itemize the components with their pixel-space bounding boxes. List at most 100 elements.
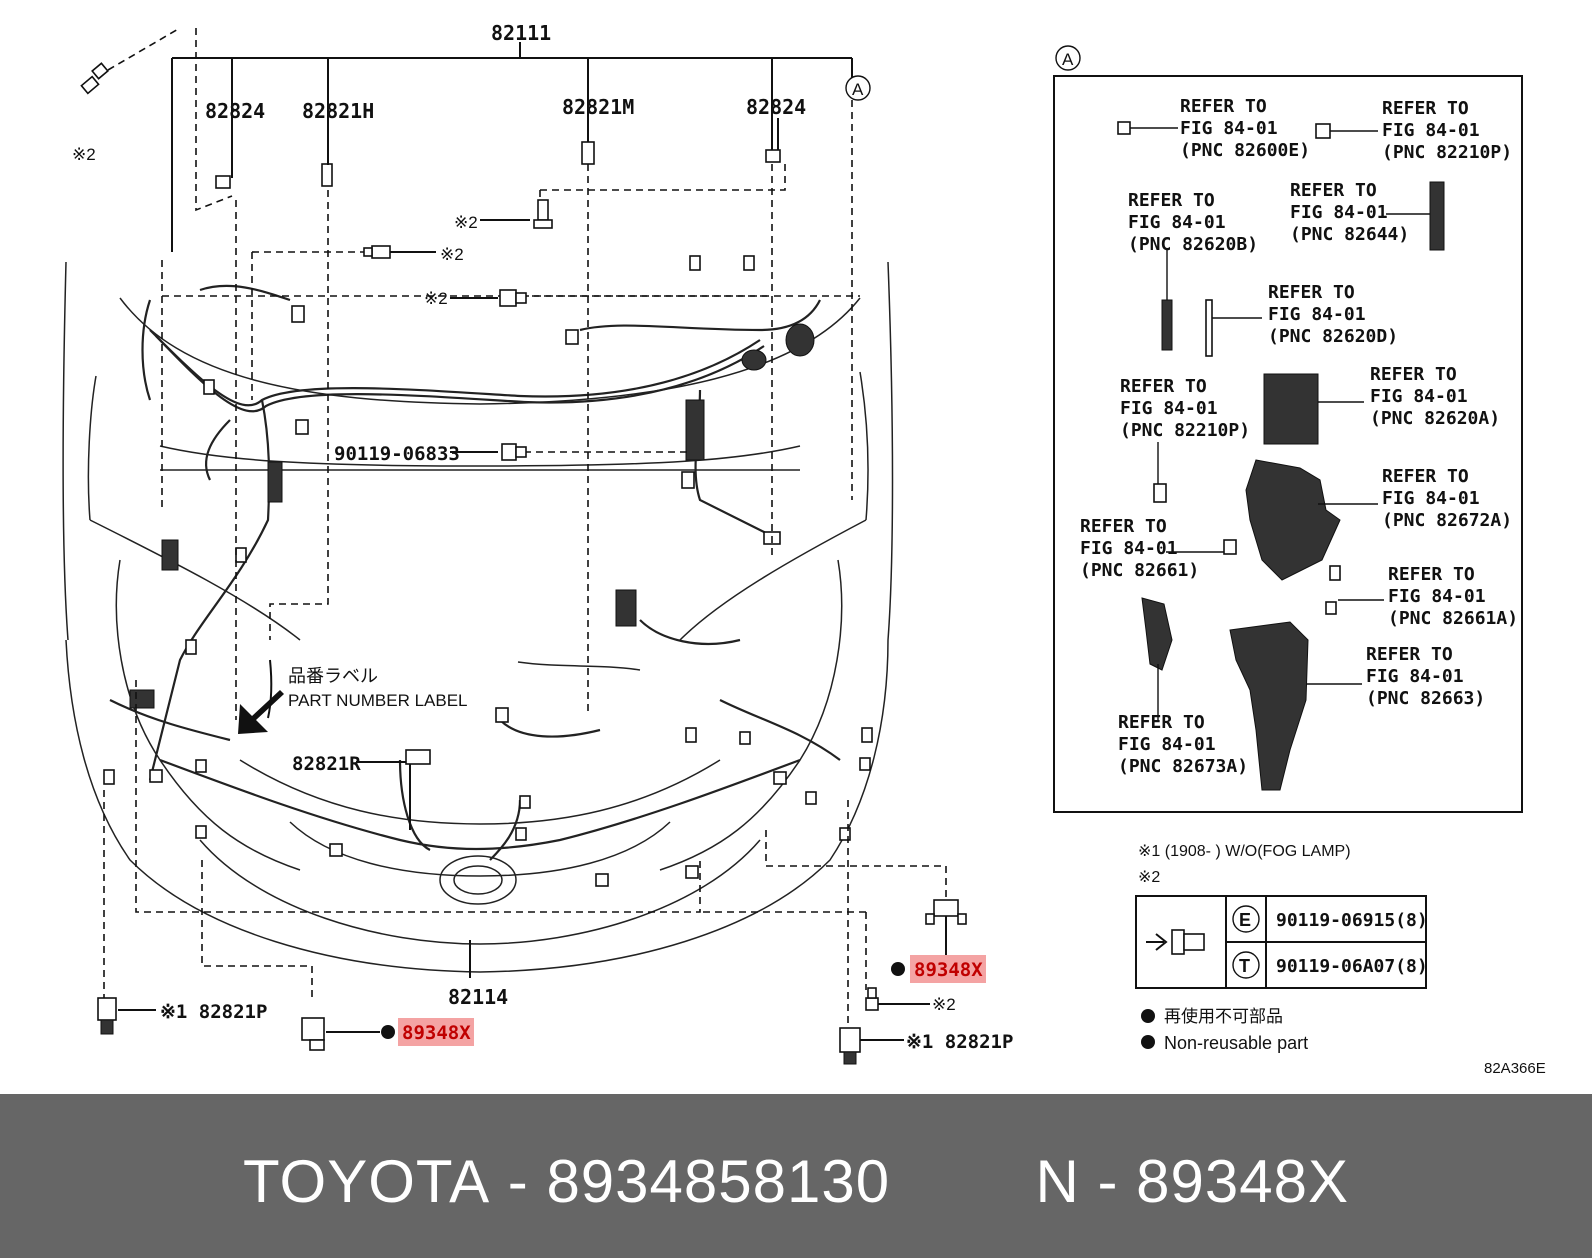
bolt-part-e: 90119-06915(8) (1276, 910, 1428, 931)
svg-text:REFER TO: REFER TO (1180, 96, 1267, 117)
bolt-table: E T 90119-06915(8) 90119-06A07(8) (1135, 895, 1428, 989)
wiring-diagram: 82111 82824 82821H 82821M 82824 ※2 ※2 ※2… (62, 21, 1546, 1077)
detail-a-marker-letter: A (1062, 50, 1074, 69)
svg-text:REFER TO: REFER TO (1080, 516, 1167, 537)
svg-text:REFER TO: REFER TO (1128, 190, 1215, 211)
svg-text:REFER TO: REFER TO (1388, 564, 1475, 585)
detail-a-panel: A (1053, 45, 1523, 813)
bolt-icon (865, 987, 879, 1011)
footer-separator: - (1097, 1148, 1119, 1215)
svg-text:(PNC 82620D): (PNC 82620D) (1268, 326, 1398, 347)
highlight-89348x-box (398, 1018, 474, 1046)
part-82111-label: 82111 (491, 21, 551, 45)
main-labels: 82111 82824 82821H 82821M 82824 ※2 ※2 ※2… (72, 21, 1013, 1053)
svg-text:(PNC 82210P): (PNC 82210P) (1120, 420, 1250, 441)
non-reusable-dot-icon (891, 962, 905, 976)
part-label-jp: 品番ラベル (288, 666, 378, 686)
part-label-en: PART NUMBER LABEL (288, 691, 468, 710)
note-mark-2: ※2 (932, 995, 956, 1014)
highlight-89348x-box (910, 955, 986, 983)
harness-connectors (103, 141, 873, 887)
non-reusable-dot-icon (1141, 1009, 1155, 1023)
bolt-icon (499, 289, 527, 307)
non-reusable-dot-icon (1141, 1035, 1155, 1049)
note-mark-2: ※2 (72, 145, 96, 164)
refer-to-3: REFER TO FIG 84-01 (PNC 82620B) (1128, 190, 1258, 255)
bolt-icon (533, 199, 553, 229)
svg-text:(PNC 82663): (PNC 82663) (1366, 688, 1485, 709)
legend-jp: 再使用不可部品 (1164, 1006, 1283, 1026)
svg-text:FIG 84-01: FIG 84-01 (1388, 586, 1486, 607)
clip-icon (925, 899, 967, 925)
hex-t-icon (1232, 951, 1260, 979)
part-82821m-label: 82821M (562, 95, 634, 119)
svg-text:FIG 84-01: FIG 84-01 (1120, 398, 1218, 419)
footer-band (0, 1094, 1592, 1258)
svg-text:FIG 84-01: FIG 84-01 (1118, 734, 1216, 755)
svg-text:FIG 84-01: FIG 84-01 (1268, 304, 1366, 325)
refer-to-10: REFER TO FIG 84-01 (PNC 82661A) (1388, 564, 1518, 629)
part-82824-right-label: 82824 (746, 95, 806, 119)
note-mark-2: ※2 (454, 213, 478, 232)
refer-to-11: REFER TO FIG 84-01 (PNC 82663) (1366, 644, 1485, 709)
bolt-part-t: 90119-06A07(8) (1276, 956, 1428, 977)
svg-text:FIG 84-01: FIG 84-01 (1080, 538, 1178, 559)
detail-a-frame (1053, 75, 1523, 813)
svg-text:REFER TO: REFER TO (1118, 712, 1205, 733)
svg-text:REFER TO: REFER TO (1120, 376, 1207, 397)
svg-text:(PNC 82661A): (PNC 82661A) (1388, 608, 1518, 629)
footer-part-number: 8934858130 (546, 1148, 891, 1215)
view-a-marker-icon (845, 75, 871, 101)
svg-text:FIG 84-01: FIG 84-01 (1290, 202, 1388, 223)
svg-text:FIG 84-01: FIG 84-01 (1382, 120, 1480, 141)
svg-text:REFER TO: REFER TO (1370, 364, 1457, 385)
svg-text:(PNC 82620A): (PNC 82620A) (1370, 408, 1500, 429)
bolt-icon (363, 245, 391, 259)
note-mark-2: ※2 (440, 245, 464, 264)
leader-lines (103, 27, 947, 1041)
part-82824-left-label: 82824 (205, 99, 265, 123)
legend-en: Non-reusable part (1164, 1033, 1308, 1053)
refer-to-2: REFER TO FIG 84-01 (PNC 82210P) (1382, 98, 1512, 163)
refer-to-6: REFER TO FIG 84-01 (PNC 82210P) (1120, 376, 1250, 441)
footer-brand: TOYOTA (242, 1148, 491, 1215)
non-reusable-dot-icon (381, 1025, 395, 1039)
bolt-icon (501, 443, 527, 461)
svg-text:(PNC 82672A): (PNC 82672A) (1382, 510, 1512, 531)
footer-part-info: TOYOTA - 8934858130 N - 89348X (0, 1147, 1592, 1216)
svg-text:REFER TO: REFER TO (1290, 180, 1377, 201)
detail-leaders (1130, 127, 1430, 722)
sensor-icon (97, 997, 117, 1035)
notes-block: ※1 (1908- ) W/O(FOG LAMP) ※2 E T 90119-0… (1135, 843, 1546, 1077)
refer-to-8: REFER TO FIG 84-01 (PNC 82672A) (1382, 466, 1512, 531)
svg-text:(PNC 82210P): (PNC 82210P) (1382, 142, 1512, 163)
sensor-icon (839, 1027, 861, 1065)
svg-text:FIG 84-01: FIG 84-01 (1128, 212, 1226, 233)
svg-text:FIG 84-01: FIG 84-01 (1382, 488, 1480, 509)
svg-text:REFER TO: REFER TO (1268, 282, 1355, 303)
svg-text:FIG 84-01: FIG 84-01 (1370, 386, 1468, 407)
refer-to-5: REFER TO FIG 84-01 (PNC 82620D) (1268, 282, 1398, 347)
bolt-symbol-t: T (1239, 956, 1250, 976)
bolt-90119-06833-label: 90119-06833 (334, 443, 460, 465)
footnote-2: ※2 (1138, 869, 1160, 886)
detail-a-marker-icon (1055, 45, 1081, 71)
footer-separator: - (507, 1148, 529, 1215)
svg-text:REFER TO: REFER TO (1382, 466, 1469, 487)
part-82821r-label: 82821R (292, 753, 361, 775)
refer-to-9: REFER TO FIG 84-01 (PNC 82661) (1080, 516, 1199, 581)
part-label-arrow-icon (238, 659, 284, 734)
svg-text:REFER TO: REFER TO (1366, 644, 1453, 665)
part-82821p-left-label: ※1 82821P (160, 1001, 267, 1023)
bolt-icon (1146, 929, 1205, 955)
svg-text:(PNC 82673A): (PNC 82673A) (1118, 756, 1248, 777)
bolt-icon (80, 62, 109, 95)
detail-components (1117, 121, 1445, 791)
svg-text:(PNC 82600E): (PNC 82600E) (1180, 140, 1310, 161)
svg-text:(PNC 82644): (PNC 82644) (1290, 224, 1409, 245)
footer-n-prefix: N (1035, 1148, 1080, 1215)
bolt-symbol-e: E (1239, 910, 1251, 930)
part-89348x-label: 89348X (914, 959, 983, 981)
footnote-1: ※1 (1908- ) W/O(FOG LAMP) (1138, 843, 1351, 860)
